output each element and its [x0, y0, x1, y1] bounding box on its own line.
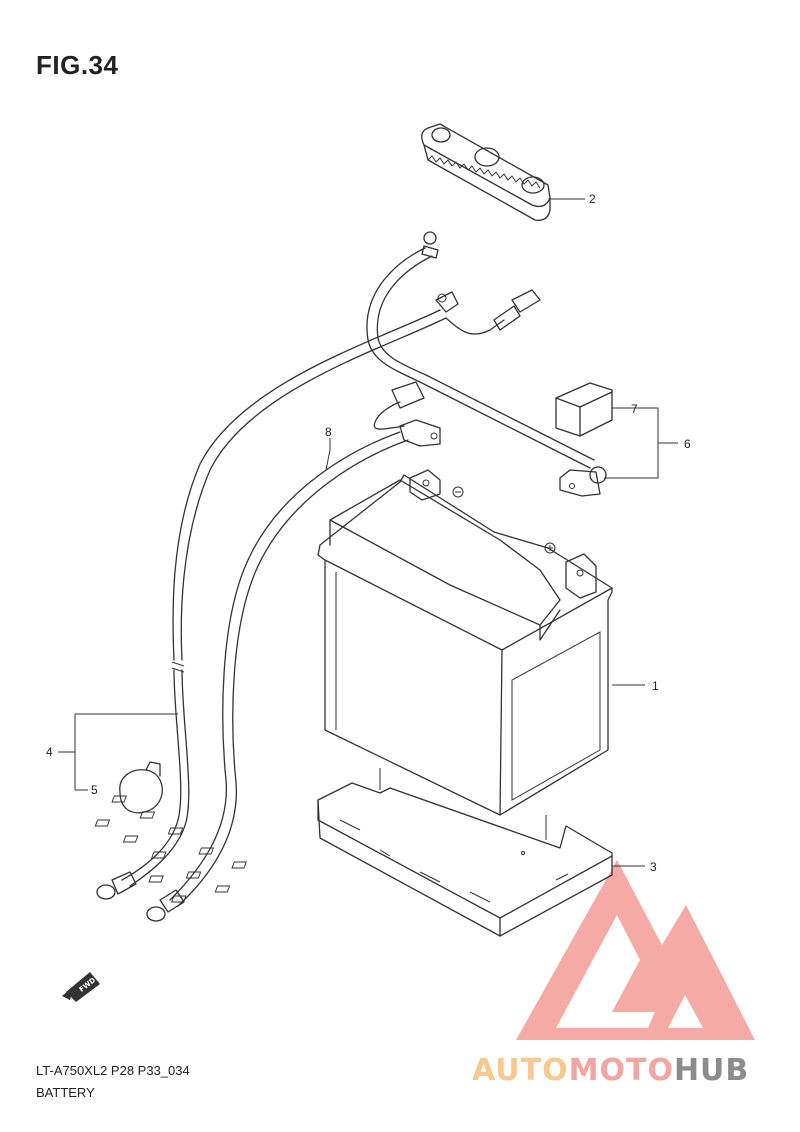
figure-title: FIG.34 — [36, 50, 119, 80]
watermark-logo-icon — [516, 860, 755, 1040]
part-8-lead-wire — [146, 381, 441, 922]
part-4-negative-lead — [96, 289, 541, 900]
callout-1: 1 — [652, 679, 659, 693]
part-5-rubber-cover — [119, 761, 163, 814]
watermark-hub: HUB — [674, 1053, 749, 1088]
part-6-positive-lead — [366, 231, 607, 497]
part-3-battery-tray — [94, 768, 613, 937]
callout-7: 7 — [631, 402, 638, 416]
callout-4: 4 — [46, 745, 53, 759]
part-2-battery-holder — [421, 123, 551, 221]
callout-5: 5 — [91, 783, 98, 797]
part-1-battery — [317, 469, 613, 816]
callout-2: 2 — [589, 192, 596, 206]
figure-name: BATTERY — [36, 1085, 95, 1100]
watermark-text: AUTOMOTOHUB — [472, 1053, 749, 1088]
fwd-arrow-icon: FWD — [62, 972, 100, 1002]
svg-text:AUTOMOTOHUB: AUTOMOTOHUB — [472, 1053, 749, 1088]
callout-8: 8 — [325, 425, 332, 439]
watermark-auto: AUTO — [472, 1053, 569, 1088]
part-7-terminal-cap — [555, 382, 613, 437]
model-code: LT-A750XL2 P28 P33_034 — [36, 1063, 190, 1078]
callout-3: 3 — [650, 860, 657, 874]
watermark-moto: MOTO — [569, 1053, 674, 1088]
leader-lines — [58, 198, 678, 867]
callout-6: 6 — [684, 437, 691, 451]
